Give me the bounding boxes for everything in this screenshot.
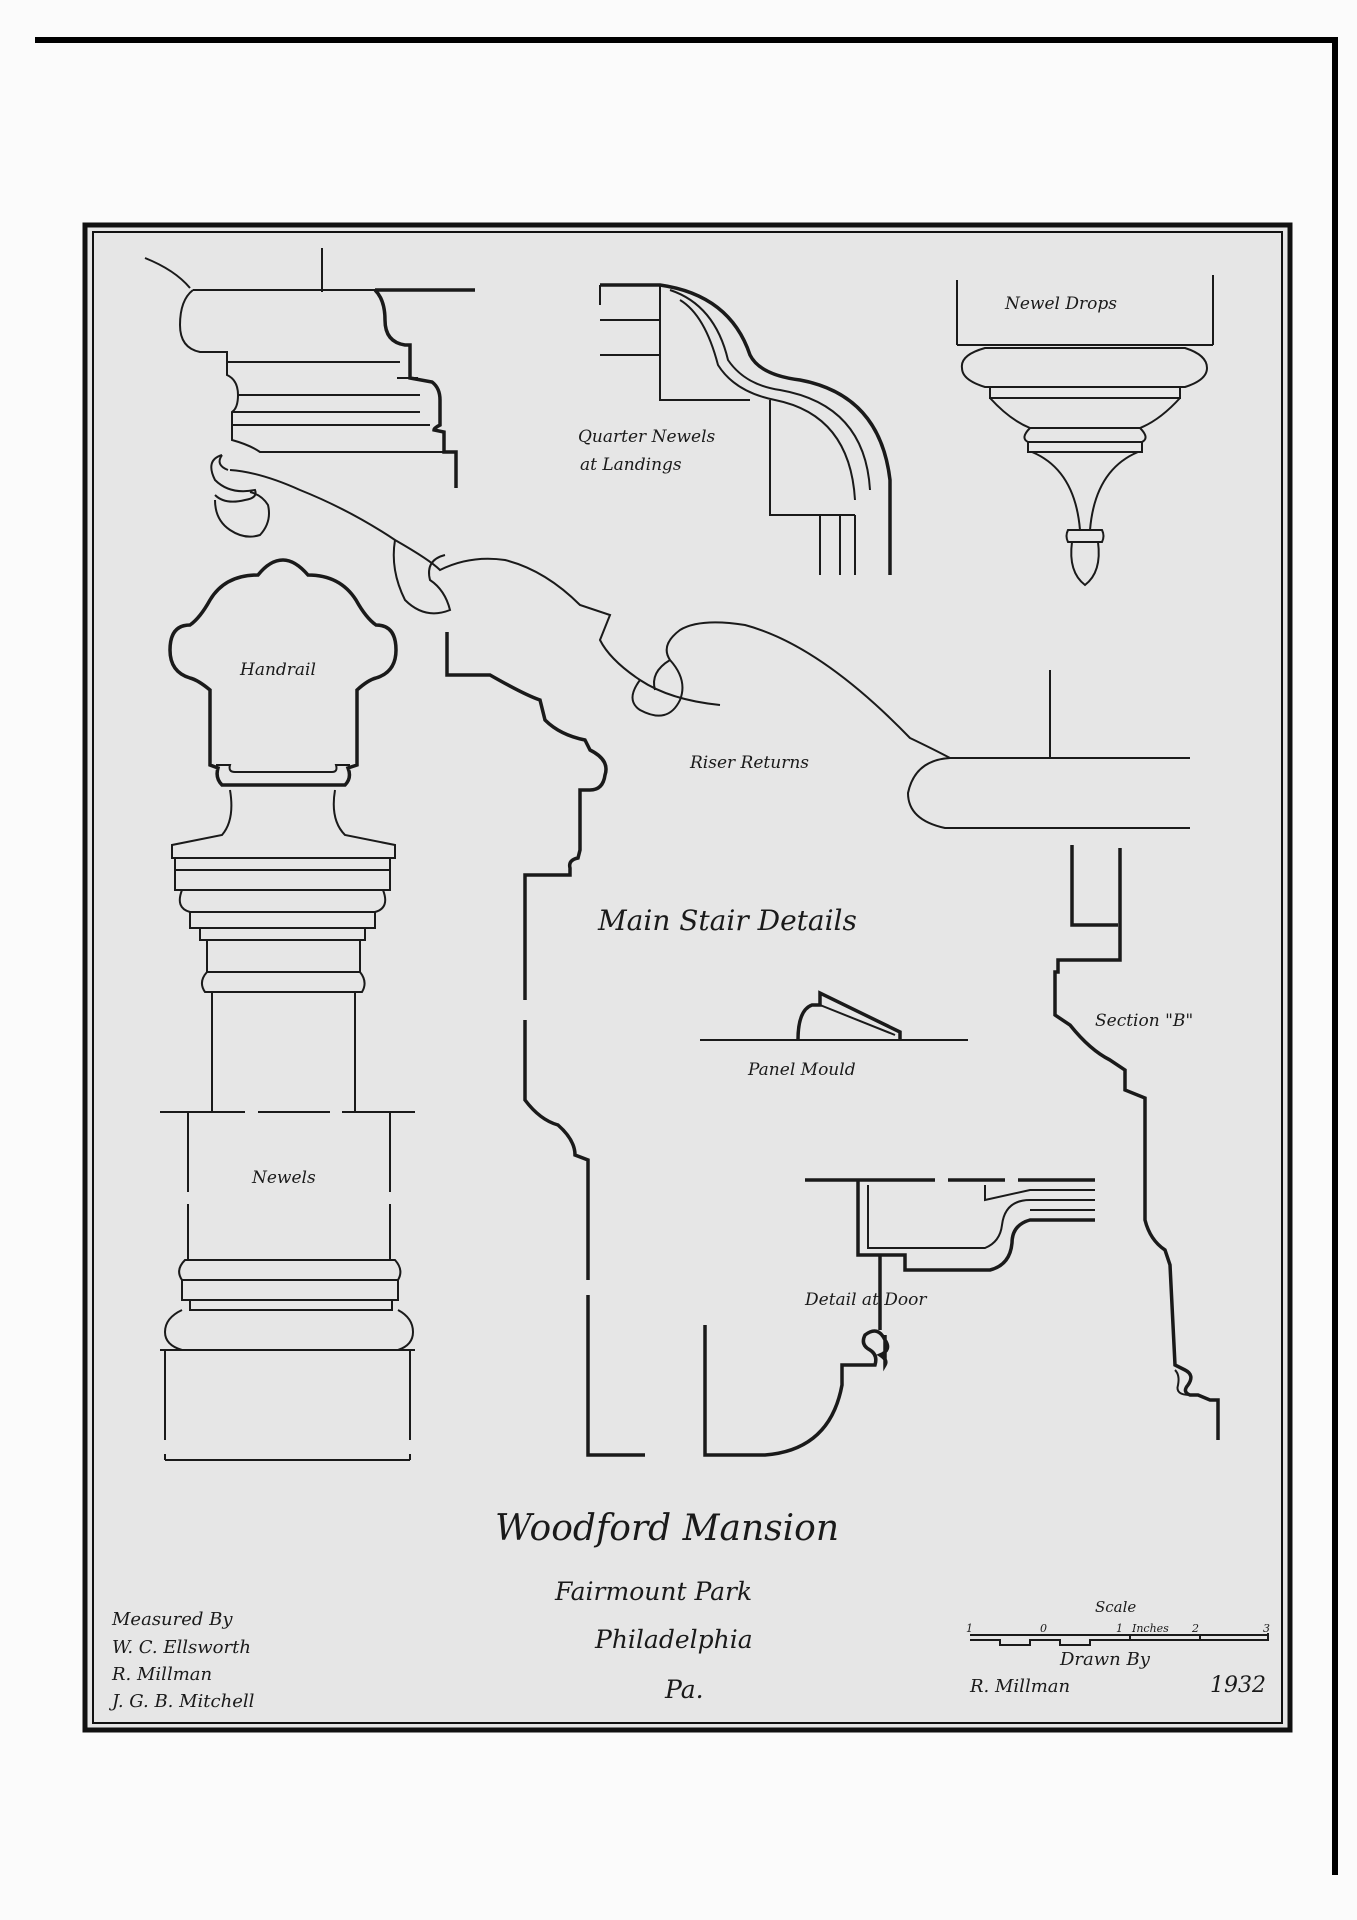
scale-tick-label: 0 — [1040, 1622, 1047, 1635]
title-line-pa: Pa. — [664, 1675, 704, 1704]
section-b-profile — [1053, 845, 1220, 1440]
riser-returns-label: Riser Returns — [689, 753, 809, 773]
section-b-label: Section "B" — [1095, 1011, 1193, 1031]
measured-by-name: J. G. B. Mitchell — [108, 1691, 255, 1712]
scale-unit-label: Inches — [1131, 1622, 1169, 1635]
quarter-newels-label: Quarter Newels at Landings — [578, 427, 716, 475]
handrail-label: Handrail — [239, 660, 316, 680]
newels-label: Newels — [251, 1168, 316, 1188]
riser-returns-profile — [210, 454, 1190, 829]
scale-label: Scale — [1095, 1598, 1136, 1616]
drawn-by-name: R. Millman — [969, 1676, 1070, 1697]
scale-block: Scale 1 0 1 Inches 2 3 — [966, 1598, 1270, 1635]
newel-cap-profile — [144, 248, 475, 488]
newel-drop-profile — [956, 275, 1214, 587]
detail-at-door-profile — [805, 1178, 1095, 1330]
measured-by-name: W. C. Ellsworth — [112, 1637, 251, 1658]
stair-moulding-profile — [445, 632, 890, 1457]
panel-mould-profile — [700, 990, 968, 1041]
outer-frame-line — [35, 37, 1338, 1875]
drawn-by-heading: Drawn By — [1059, 1649, 1151, 1670]
quarter-newels-line1: Quarter Newels — [578, 427, 716, 447]
measured-by-name: R. Millman — [111, 1664, 212, 1685]
panel-mould-label: Panel Mould — [747, 1060, 856, 1080]
newel-drops-label: Newel Drops — [1004, 294, 1117, 314]
title-line-fairmount: Fairmount Park — [554, 1577, 752, 1606]
newel-post-profile — [160, 789, 415, 1461]
scale-tick-label: 1 — [1116, 1622, 1123, 1635]
scale-bar — [970, 1633, 1269, 1646]
inner-border — [92, 231, 1283, 1724]
scale-tick-label: 3 — [1263, 1622, 1270, 1635]
drawing-title: Woodford Mansion — [495, 1508, 839, 1549]
drawing-year: 1932 — [1210, 1673, 1266, 1698]
title-line-philadelphia: Philadelphia — [594, 1625, 753, 1654]
detail-at-door-label: Detail at Door — [804, 1290, 927, 1310]
measured-by-heading: Measured By — [111, 1609, 233, 1630]
quarter-newels-line2: at Landings — [580, 455, 682, 475]
measured-by-block: Measured By W. C. Ellsworth R. Millman J… — [108, 1609, 255, 1712]
scale-tick-label: 2 — [1191, 1622, 1199, 1635]
paper-sheet — [82, 222, 1293, 1733]
quarter-newel-profile — [599, 283, 892, 575]
handrail-profile — [168, 558, 398, 787]
main-stair-details-label: Main Stair Details — [597, 904, 857, 937]
scale-tick-label: 1 — [966, 1622, 973, 1635]
